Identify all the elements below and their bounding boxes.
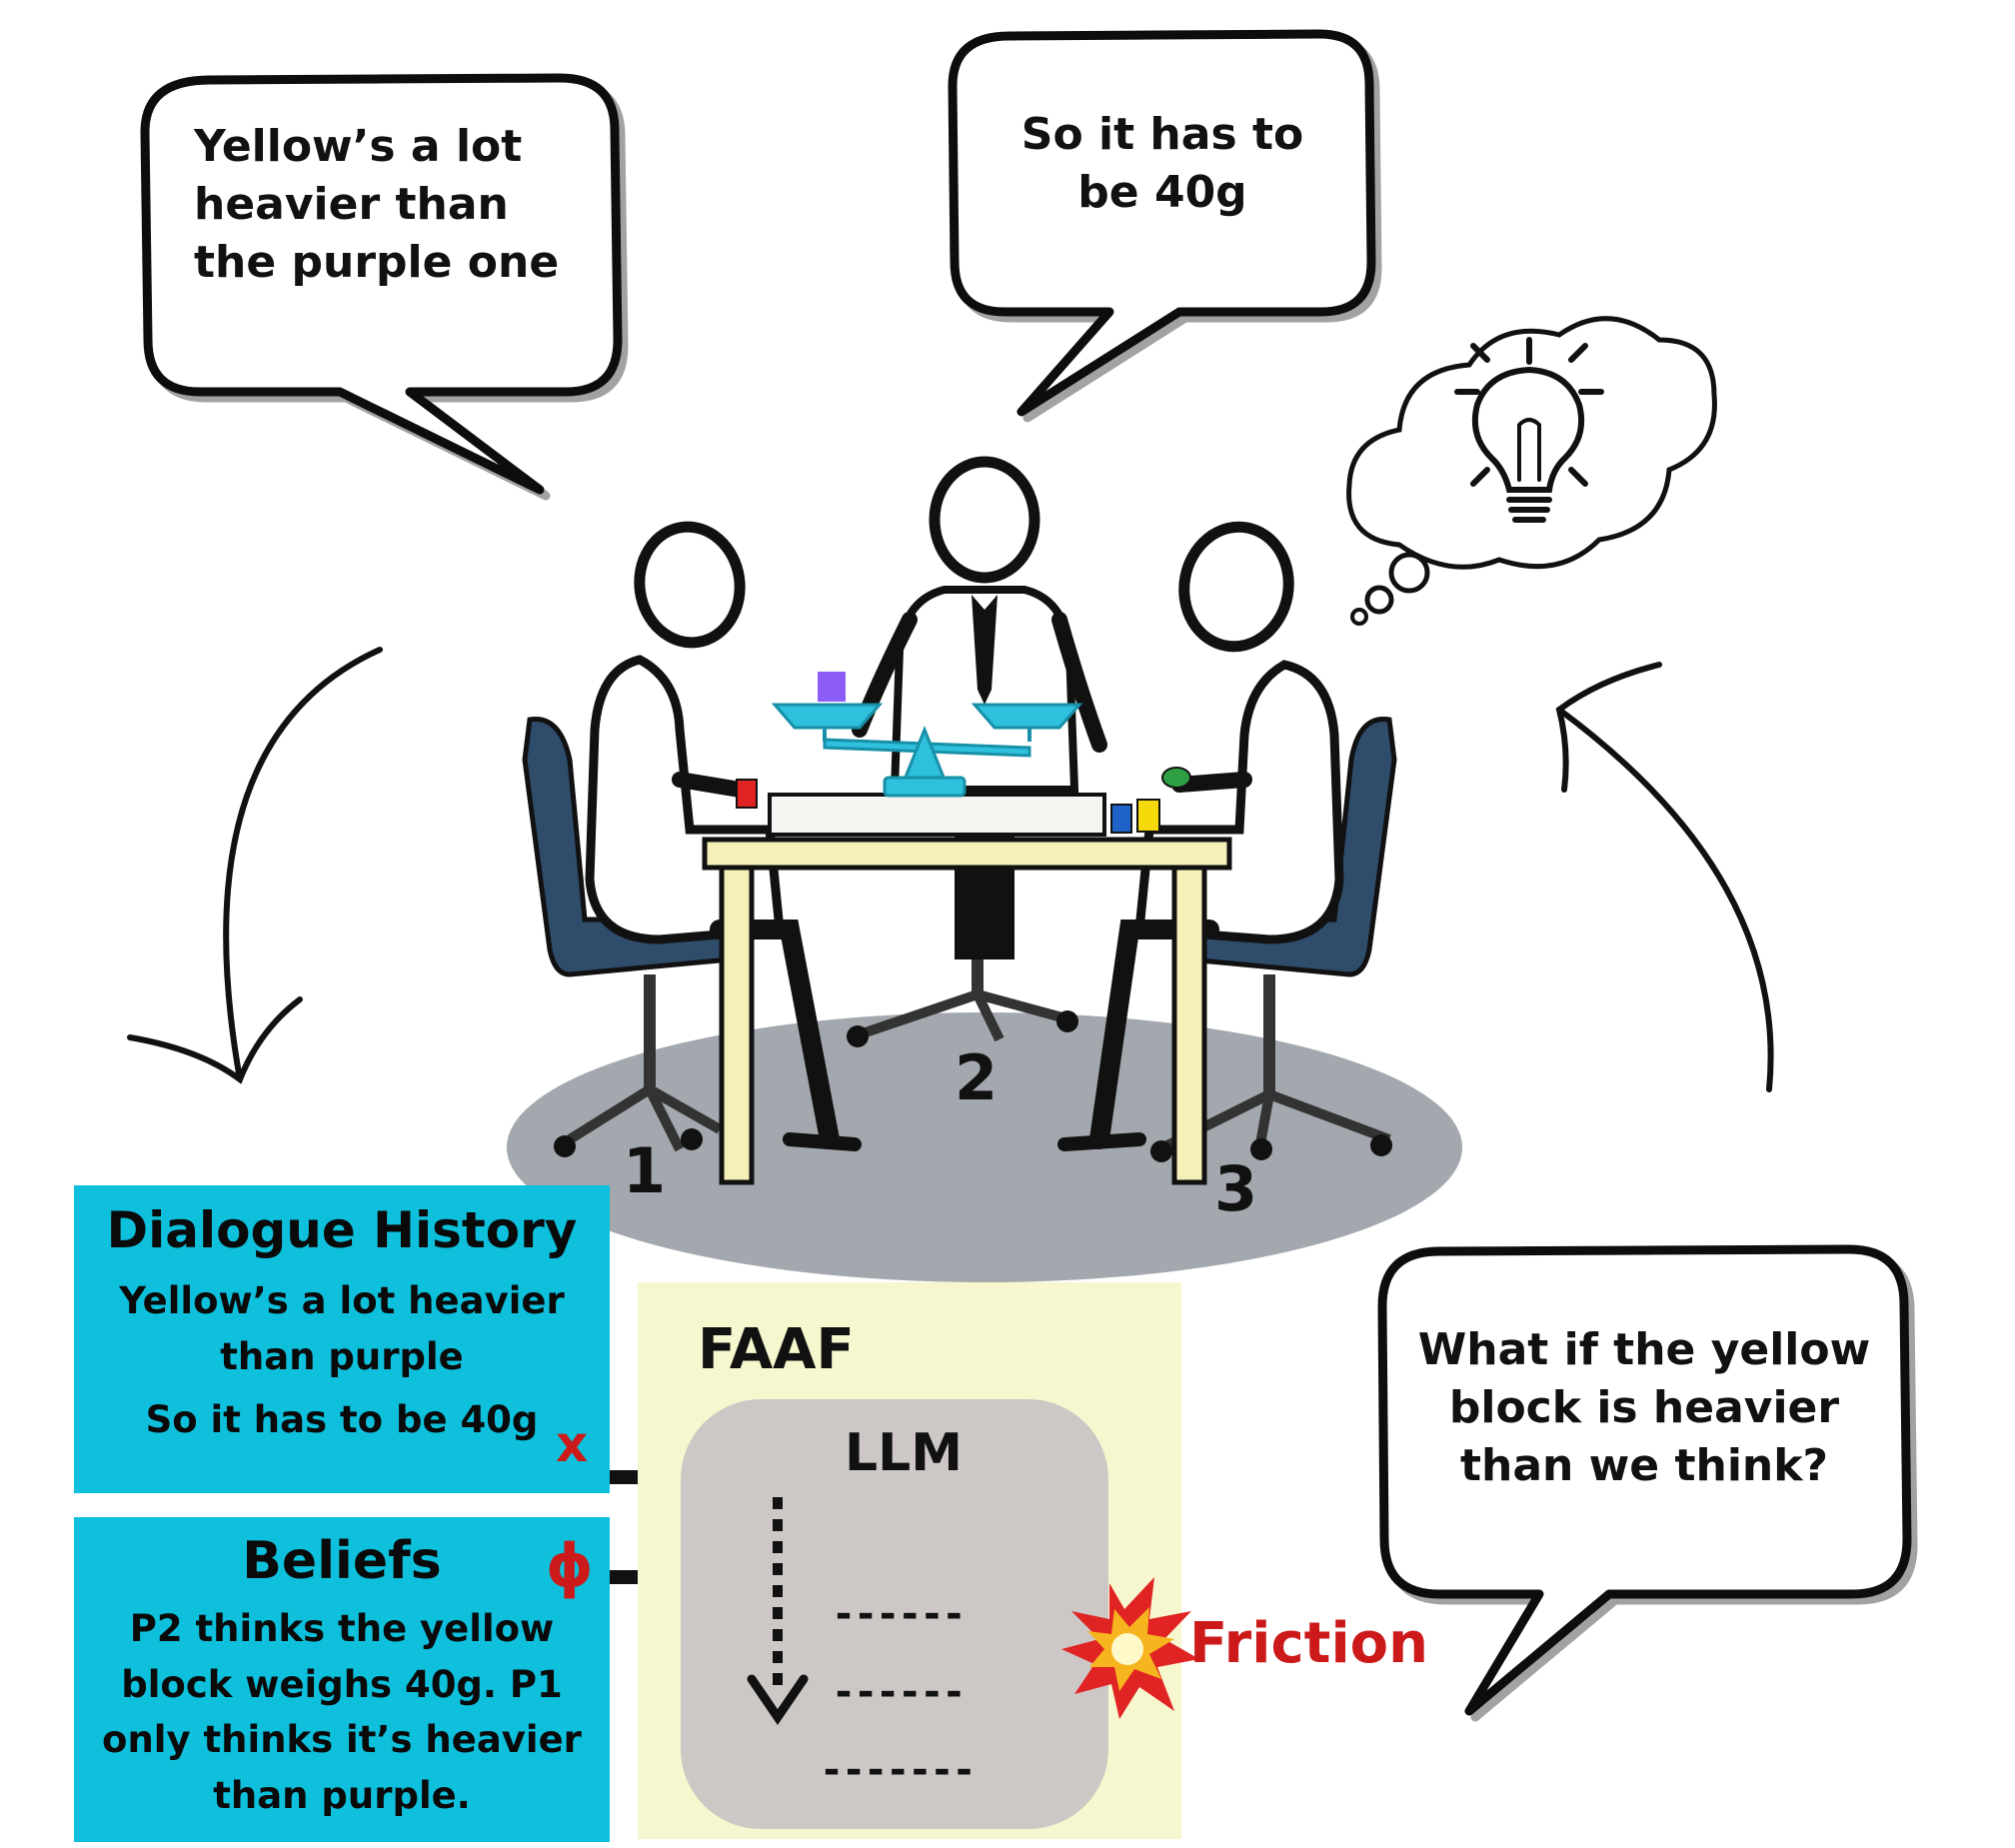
llm-label: LLM [845, 1423, 964, 1483]
output-line-1: ------ [832, 1591, 966, 1637]
bubble-p1-text: Yellow’s a lot heavier than the purple o… [194, 121, 560, 289]
output-line-3: ------- [820, 1747, 977, 1793]
beliefs-panel: Beliefs P2 thinks the yellow block weigh… [74, 1517, 610, 1842]
purple-block [818, 672, 846, 702]
speech-bubble-p2 [948, 29, 1376, 417]
table [702, 793, 1232, 1185]
speech-bubble-p3 [1377, 1244, 1912, 1716]
bubble-p2-text: So it has to be 40g [1020, 109, 1304, 219]
dialogue-history-title: Dialogue History [106, 1201, 578, 1259]
green-block [1161, 767, 1191, 789]
beliefs-text: P2 thinks the yellow block weighs 40g. P… [102, 1607, 582, 1817]
red-block [736, 779, 758, 809]
history-marker: x [556, 1415, 589, 1473]
output-line-2: ------ [832, 1669, 966, 1715]
bubble-p3-text: What if the yellow block is heavier than… [1417, 1324, 1871, 1492]
seat-number-3: 3 [1214, 1152, 1258, 1225]
faaf-title: FAAF [698, 1317, 855, 1382]
arrow-left-curve [127, 647, 383, 1084]
dialogue-history-panel: Dialogue History Yellow’s a lot heavier … [74, 1185, 610, 1493]
seat-number-2: 2 [955, 1041, 999, 1114]
dialogue-history-line-1: Yellow’s a lot heavier than purple [119, 1279, 565, 1378]
arrow-right-curve [1555, 662, 1774, 1092]
dialogue-history-line-2: So it has to be 40g [145, 1398, 539, 1441]
chair-middle-base [847, 959, 1078, 1047]
seat-number-1: 1 [623, 1134, 667, 1207]
balance-scale [771, 703, 1083, 798]
speech-bubble-p1 [140, 73, 623, 495]
yellow-block [1136, 799, 1160, 833]
llm-box [681, 1399, 1108, 1829]
blue-block [1110, 804, 1132, 834]
beliefs-marker: ϕ [546, 1531, 594, 1601]
friction-label: Friction [1189, 1611, 1428, 1676]
beliefs-title: Beliefs [242, 1531, 442, 1591]
thought-cloud [1346, 316, 1717, 626]
lightbulb-icon [1454, 337, 1604, 523]
